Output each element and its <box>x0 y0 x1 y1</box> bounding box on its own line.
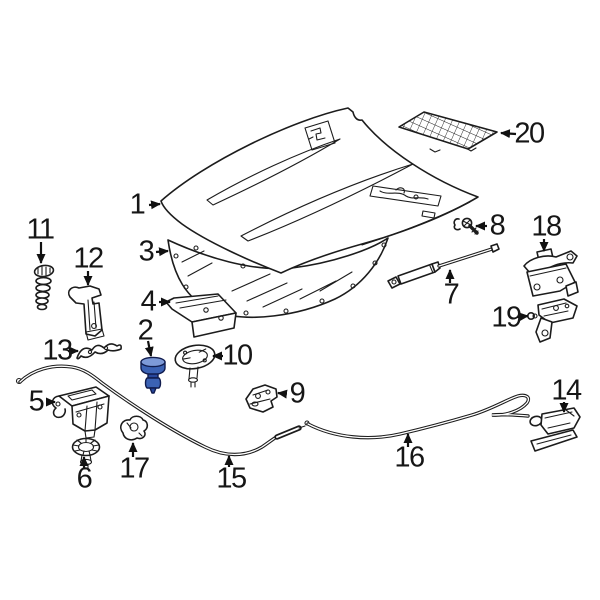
callout-19-label: 19 <box>491 301 522 334</box>
callout-8-label: 8 <box>489 209 506 242</box>
callout-2-label: 2 <box>137 314 154 347</box>
callout-20-label: 20 <box>514 117 545 150</box>
callout-15-label: 15 <box>216 462 247 495</box>
callout-5-label: 5 <box>28 385 45 418</box>
release-handle-drawing <box>529 407 581 452</box>
lift-support-strut-drawing <box>387 243 500 289</box>
callout-11-label: 11 <box>26 213 55 246</box>
expansion-rivet-drawing <box>33 264 55 311</box>
callout-10-label: 10 <box>222 339 253 372</box>
striker-bracket-drawing <box>245 384 278 413</box>
callout-14-label: 14 <box>551 374 582 407</box>
callout-16-label: 16 <box>394 441 425 474</box>
callout-7-label: 7 <box>443 278 460 311</box>
callout-6-label: 6 <box>76 462 93 495</box>
release-cable-rear-drawing <box>304 393 531 440</box>
callout-3-arrow <box>155 247 169 257</box>
hinge-bracket-drawing <box>526 298 578 343</box>
callout-arrows <box>36 129 569 468</box>
callout-1-arrow <box>148 200 161 210</box>
hood-hinge-drawing <box>523 248 579 297</box>
side-bracket-drawing <box>67 285 105 341</box>
callout-20-arrow <box>500 129 517 139</box>
cable-clip-drawing <box>120 415 149 441</box>
grille-mesh-drawing <box>398 111 498 153</box>
callout-3-label: 3 <box>138 235 155 268</box>
support-bracket-drawing <box>76 343 122 360</box>
callout-1-label: 1 <box>129 188 146 221</box>
callout-2-arrow <box>144 340 154 357</box>
callout-17-label: 17 <box>119 452 150 485</box>
hood-lock-drawing <box>51 386 110 439</box>
callout-9-arrow <box>277 389 288 399</box>
release-cable-front-drawing <box>15 364 306 457</box>
callout-9-label: 9 <box>289 377 306 410</box>
callout-12-label: 12 <box>73 242 104 275</box>
highlighted-clip-part-drawing <box>140 356 166 394</box>
grommet-drawing <box>71 437 101 470</box>
callout-4-label: 4 <box>140 285 157 318</box>
callout-19-arrow <box>516 312 529 322</box>
latch-reinforcement-plate-drawing <box>165 293 237 338</box>
callout-13-label: 13 <box>42 334 73 367</box>
bolt-drawing <box>453 217 479 235</box>
callout-18-label: 18 <box>531 210 562 243</box>
retainer-plate-drawing <box>174 344 216 388</box>
hood-panel-drawing <box>160 107 479 274</box>
